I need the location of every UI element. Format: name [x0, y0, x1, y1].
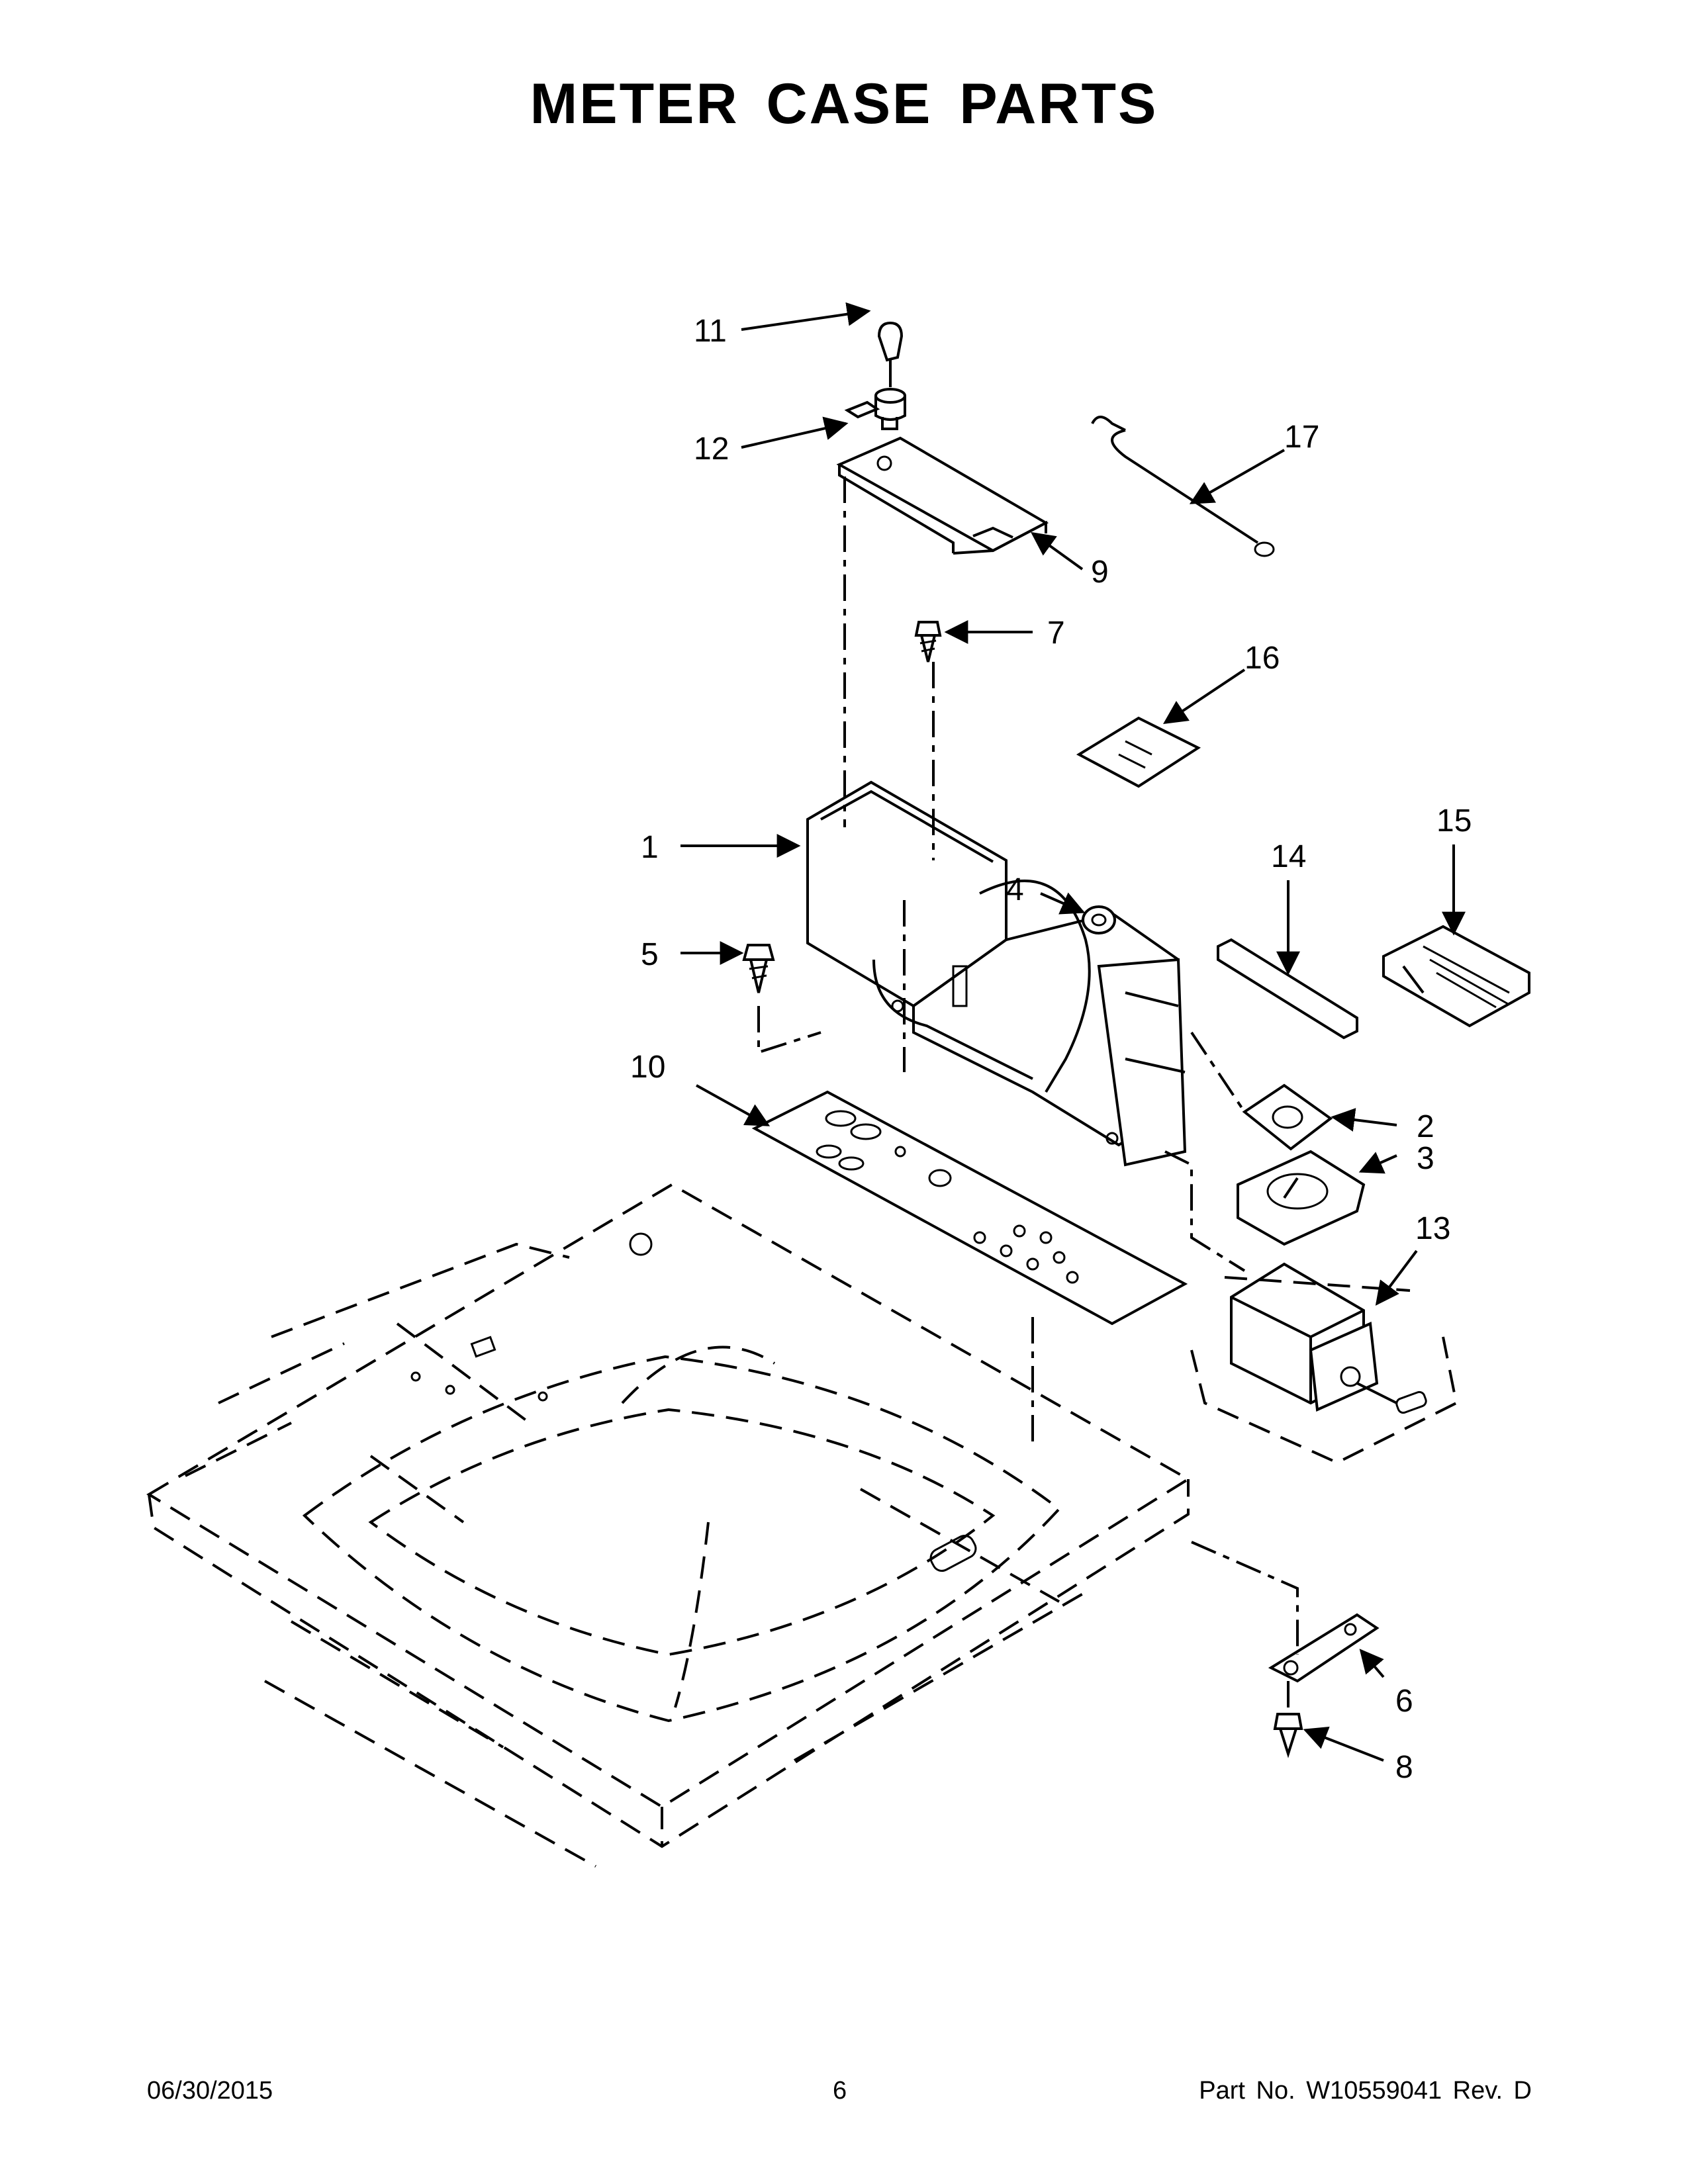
part-3-bezel	[1237, 1150, 1366, 1246]
part-4-grommet	[1082, 905, 1116, 934]
callout-16: 16	[1244, 641, 1280, 676]
part-7-screw	[914, 621, 942, 662]
part-12-lock	[844, 388, 906, 430]
callout-15: 15	[1436, 803, 1472, 839]
part-11-key	[877, 321, 904, 387]
footer-page-number: 6	[833, 2077, 847, 2105]
part-5-screw	[742, 944, 775, 993]
part-10-panel	[751, 1090, 1188, 1326]
callout-8: 8	[1395, 1750, 1413, 1785]
part-1-meter-case	[806, 780, 1187, 1167]
callout-14: 14	[1271, 839, 1306, 874]
callout-5: 5	[641, 937, 659, 972]
callout-9: 9	[1091, 555, 1109, 590]
part-17-ground-wire	[1091, 416, 1275, 557]
footer-date: 06/30/2015	[147, 2077, 273, 2105]
callout-2: 2	[1417, 1109, 1434, 1144]
washer-top-panel	[146, 1183, 1191, 1868]
callout-17: 17	[1284, 420, 1319, 455]
callout-11: 11	[694, 314, 727, 349]
part-13-meter	[1190, 1262, 1458, 1465]
part-8-screw	[1273, 1713, 1303, 1758]
assembly-lines	[757, 477, 1299, 1714]
footer-part-number: Part No. W10559041 Rev. D	[1199, 2077, 1532, 2105]
callout-7: 7	[1047, 615, 1065, 651]
page-title: METER CASE PARTS	[530, 72, 1158, 136]
callout-6: 6	[1395, 1684, 1413, 1719]
part-6-bracket	[1268, 1613, 1380, 1683]
callout-10: 10	[630, 1050, 665, 1085]
part-2-gasket	[1242, 1083, 1333, 1151]
callout-13: 13	[1415, 1211, 1450, 1246]
part-16-label	[1076, 716, 1201, 788]
part-9-cover	[836, 436, 1049, 555]
part-14-strip	[1217, 938, 1358, 1040]
callout-12: 12	[694, 432, 729, 467]
part-15-connector	[1382, 925, 1530, 1028]
callout-labels: 11 12 9 17 7 16 1 4 5 14 15 10 2 3 13 6 …	[630, 314, 1472, 1785]
callout-4: 4	[1006, 872, 1024, 907]
callout-arrows	[680, 302, 1466, 1762]
callout-3: 3	[1417, 1141, 1434, 1176]
callout-1: 1	[641, 830, 659, 865]
